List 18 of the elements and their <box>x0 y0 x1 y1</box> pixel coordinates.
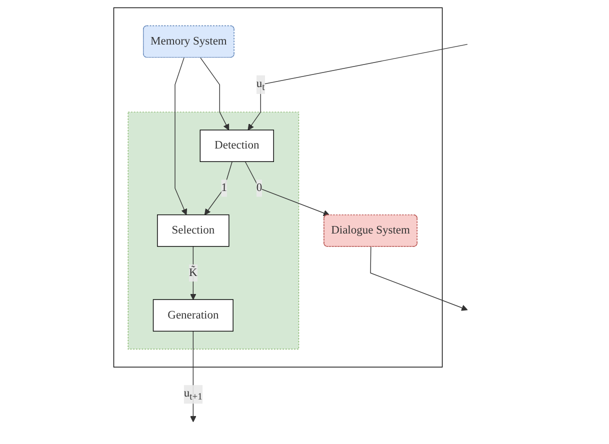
node-box: Generation <box>152 299 233 332</box>
edge-label: 1 <box>220 182 227 194</box>
edge-label: 0 <box>256 182 262 194</box>
cluster <box>127 112 299 350</box>
edge-label: u$_{t+1}$ <box>183 387 202 402</box>
cluster <box>112 7 442 368</box>
node-box: Detection <box>199 130 274 162</box>
arrow <box>370 246 468 311</box>
edge-label: u$_{t}$ <box>256 77 264 92</box>
edge-label: K̃ <box>188 266 197 279</box>
arrow <box>174 57 187 216</box>
arrow <box>244 161 330 216</box>
arrow <box>190 330 196 422</box>
arrow <box>190 246 196 300</box>
arrow <box>204 161 232 216</box>
arrow <box>200 57 229 130</box>
arrow <box>247 44 468 130</box>
node-box: Selection <box>156 214 229 247</box>
